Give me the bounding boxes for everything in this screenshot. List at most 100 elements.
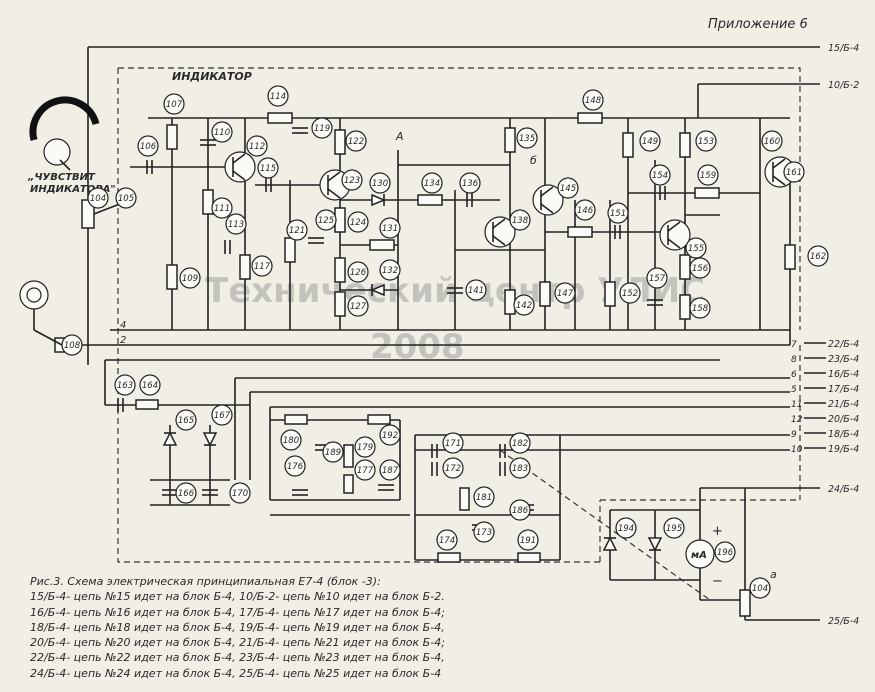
component-label: 131 [382,224,398,234]
connector-label: 16/Б-4 [828,369,859,380]
capacitor-166 [162,489,178,496]
indicator-label: ИНДИКАТОР [172,70,252,83]
component-label: 108 [64,341,81,351]
component-106: 106 [137,135,159,157]
component-141: 141 [465,279,487,301]
capacitor-182 [499,444,506,458]
component-label: 119 [314,124,330,134]
component-187: 187 [379,459,401,481]
component-label: 173 [476,528,492,538]
component-189: 189 [322,441,344,463]
capacitor-113 [224,240,231,254]
rail-label-4: 4 [120,320,126,331]
resistor-147 [539,281,551,307]
component-label: 117 [254,262,271,272]
meter-label: мА [691,550,707,561]
component-label: 135 [519,134,535,144]
component-154: 154 [649,164,671,186]
resistor-164 [135,399,159,410]
component-label: 148 [585,96,602,106]
component-153: 153 [695,130,717,152]
component-177: 177 [354,459,376,481]
connector-pin-9: 9 [791,430,797,440]
component-109: 109 [179,267,201,289]
component-label: 132 [382,266,398,276]
component-label: 106 [140,142,157,152]
component-126: 126 [347,261,369,283]
component-label: 186 [512,506,529,516]
resistor-181 [459,487,470,511]
component-label: 194 [618,524,634,534]
resistor-179 [343,444,354,468]
component-label: 141 [468,286,484,296]
connector-label: 21/Б-4 [828,399,859,410]
component-122: 122 [345,130,367,152]
connector-label: 15/Б-4 [828,43,859,54]
component-151: 151 [607,202,629,224]
component-124: 124 [347,211,369,233]
capacitor-162 [117,398,124,412]
capacitor-187 [378,484,394,491]
component-160: 160 [761,130,783,152]
component-label: 155 [688,244,704,254]
diode-194 [602,536,618,551]
component-156: 156 [689,257,711,279]
component-label: 166 [178,489,195,499]
component-label: 153 [698,137,714,147]
component-166: 166 [175,482,197,504]
component-label: 109 [182,274,198,284]
component-label: 134 [424,179,440,189]
resistor-121 [284,237,296,263]
potentiometer-104a[interactable] [739,589,751,617]
sensitivity-knob-icon[interactable] [29,96,100,171]
capacitor-170 [202,489,218,496]
component-label: 181 [476,493,492,503]
component-113: 113 [225,213,247,235]
node-label-b: б [530,154,537,167]
component-label: 149 [642,137,658,147]
resistor-117 [239,254,251,280]
resistor-142 [504,289,516,315]
component-180: 180 [280,429,302,451]
component-label: 161 [786,168,802,178]
connector-pin-7: 7 [791,340,797,350]
component-136: 136 [459,172,481,194]
component-label: 195 [666,524,682,534]
capacitor-106 [146,160,153,174]
indicator-block-boundary [118,67,801,330]
component-107: 107 [163,93,185,115]
component-label: 121 [289,226,305,236]
component-label: 111 [214,204,230,214]
capacitor-115 [265,178,272,192]
resistor-114 [267,112,293,124]
component-179: 179 [354,436,376,458]
component-label: 167 [214,411,231,421]
indicator-lamp-icon [19,280,49,330]
connector-pin-10: 10 [791,445,803,455]
resistor-159 [694,187,720,199]
resistor-148 [577,112,603,124]
component-label: 196 [717,548,734,558]
resistor-107 [166,124,178,150]
component-131: 131 [379,217,401,239]
component-label: 130 [372,179,388,189]
component-label: 172 [445,464,461,474]
capacitor-119 [292,127,308,134]
connector-label: 24/Б-4 [828,484,859,495]
component-label: 165 [178,416,194,426]
diode-130 [371,193,386,207]
component-167: 167 [211,404,233,426]
component-191: 191 [517,529,539,551]
transistor-112 [224,151,256,183]
component-176: 176 [284,455,306,477]
component-115: 115 [257,157,279,179]
component-104a: 104 [749,577,771,599]
capacitor-157 [647,299,663,306]
component-label: 115 [260,164,276,174]
capacitor-141 [447,287,463,294]
capacitor-154 [659,186,666,200]
meter-plus: + [712,524,723,539]
component-146: 146 [574,199,596,221]
component-label: 107 [166,100,183,110]
component-label: 170 [232,489,248,499]
